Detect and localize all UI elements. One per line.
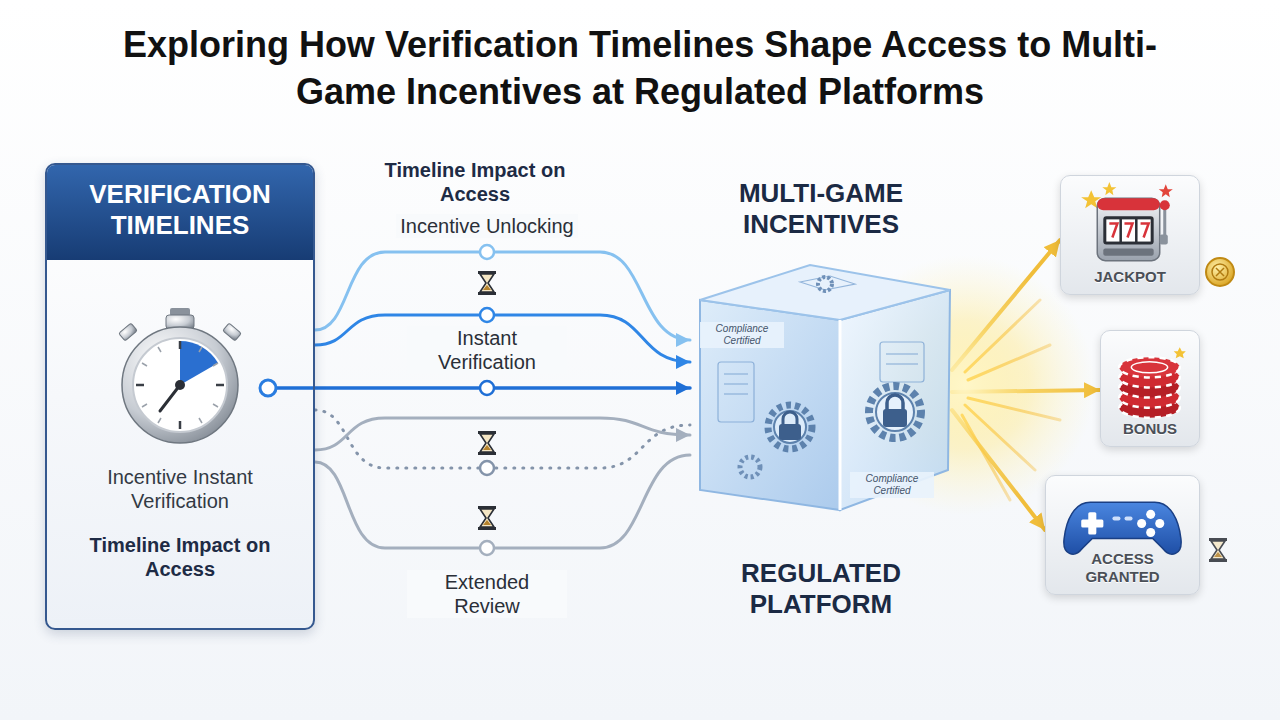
diagram-title-holder: Exploring How Verification Timelines Sha… [0,22,1280,116]
coin-icon [1206,258,1234,286]
tile-label: BONUS [1105,420,1195,438]
section-label-holder: Timeline Impact on Access [375,158,575,206]
gear-lock [768,405,812,449]
incentive-tile: JACKPOT [1060,175,1200,295]
connector [315,386,690,390]
tile-label: ACCESS GRANTED [1064,550,1181,586]
cube-inscription: Compliance Certified [700,322,784,348]
panel-heading-holder: VERIFICATION TIMELINES [55,179,305,241]
timeline-panel: VERIFICATION TIMELINES Incentive Instant … [45,163,315,630]
panel-text-holder: Incentive Instant Verification [61,465,299,513]
gear-lock [869,386,921,438]
tile-label-holder: JACKPOT [1065,268,1195,286]
tile-label: JACKPOT [1065,268,1195,286]
connector-label: Incentive Unlocking [396,214,577,238]
connector [315,410,690,468]
tile-label-holder: ACCESS GRANTED [1064,550,1181,586]
cube-heading: MULTI-GAME INCENTIVES [686,178,956,240]
light-rays [962,300,1060,500]
panel-text-holder: Timeline Impact on Access [61,533,299,581]
cube-heading-holder: REGULATED PLATFORM [686,558,956,620]
incentive-tile: BONUS [1100,330,1200,447]
connector-label: Extended Review [407,570,567,618]
diagram-title: Exploring How Verification Timelines Sha… [80,22,1200,116]
connector-label-holder: Instant Verification [407,326,567,374]
connector [315,418,690,450]
connector-label-holder: Incentive Unlocking [387,214,587,238]
cube-inscription-holder: Compliance Certified [850,472,934,498]
incentive-tile: ACCESS GRANTED [1045,475,1200,595]
panel-heading: VERIFICATION TIMELINES [55,179,305,241]
connector-label: Instant Verification [407,326,567,374]
cube-heading: REGULATED PLATFORM [686,558,956,620]
cube-inscription-holder: Compliance Certified [700,322,784,348]
cube-heading-holder: MULTI-GAME INCENTIVES [686,178,956,240]
section-label: Timeline Impact on Access [375,158,575,206]
panel-text: Incentive Instant Verification [61,465,299,513]
panel-text: Timeline Impact on Access [61,533,299,581]
tile-label-holder: BONUS [1105,420,1195,438]
connector-label-holder: Extended Review [407,570,567,618]
gear [740,277,832,477]
connector [315,455,690,548]
cube-inscription: Compliance Certified [850,472,934,498]
